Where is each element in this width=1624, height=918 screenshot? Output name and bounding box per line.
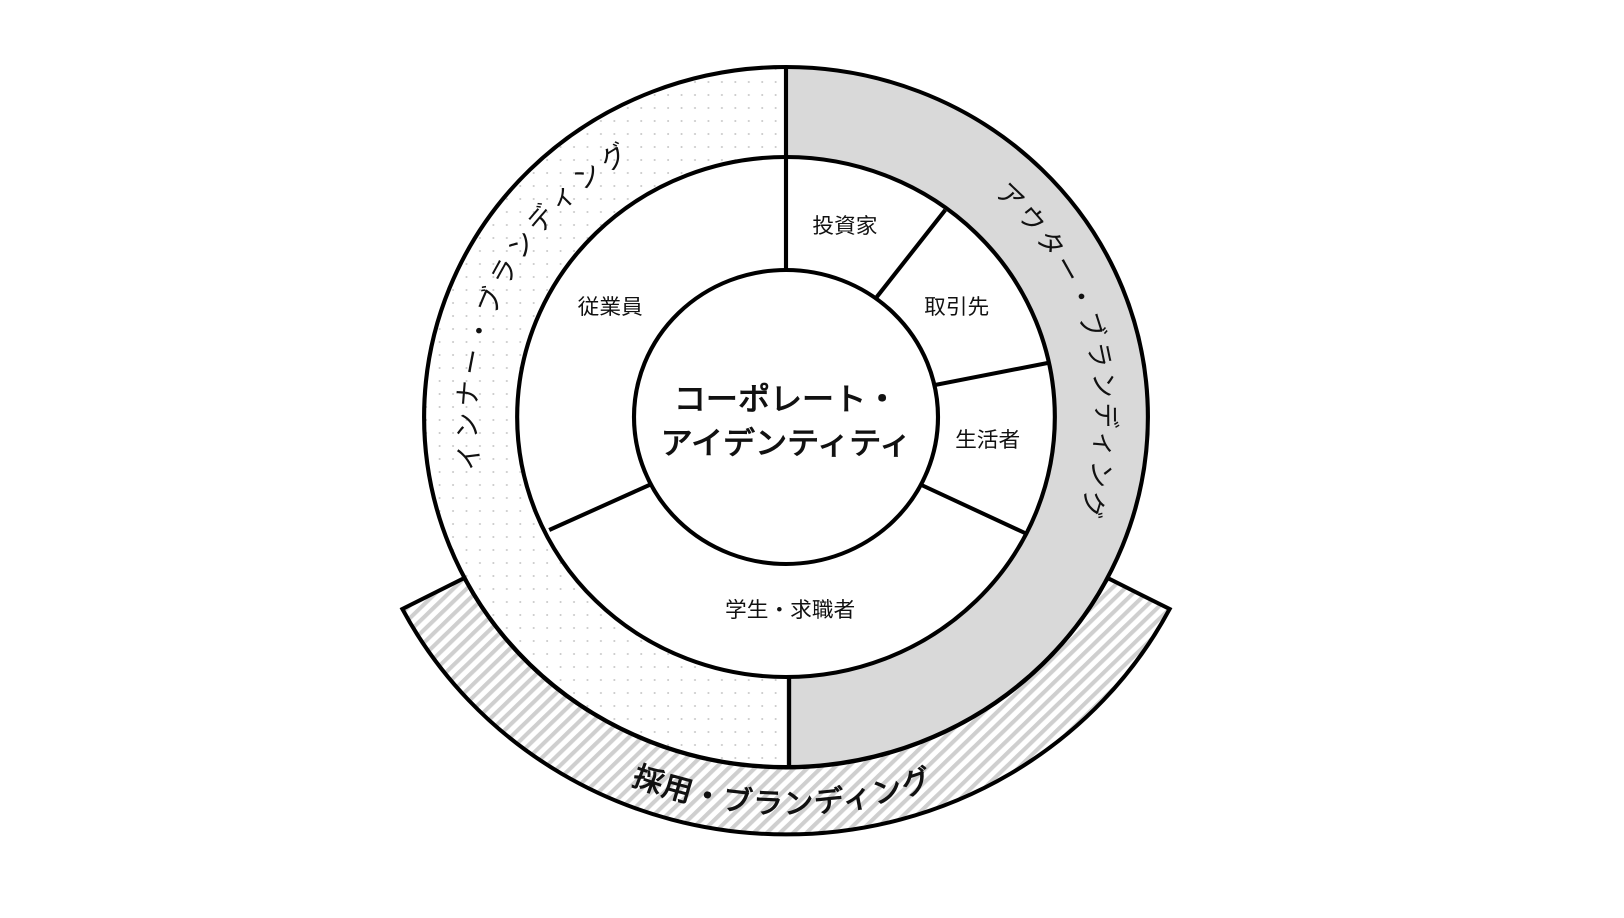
- outer-branding-ring: [786, 67, 1148, 767]
- segment-consumers: 生活者: [955, 428, 1020, 453]
- divider-students-employees: [548, 482, 653, 532]
- divider-partners-consumers: [934, 361, 1049, 387]
- segment-employees: 従業員: [578, 295, 643, 320]
- corporate-identity-circle: [631, 268, 941, 566]
- divider-consumers-students: [920, 483, 1026, 535]
- center-label-line1: コーポレート・: [674, 382, 898, 417]
- center-label-line2: アイデンティティ: [661, 425, 912, 461]
- segment-students: 学生・求職者: [725, 598, 855, 623]
- inner-branding-ring: [424, 67, 786, 767]
- segment-partners: 取引先: [924, 295, 989, 320]
- divider-investors-partners: [874, 208, 947, 300]
- segment-investors: 投資家: [812, 214, 877, 239]
